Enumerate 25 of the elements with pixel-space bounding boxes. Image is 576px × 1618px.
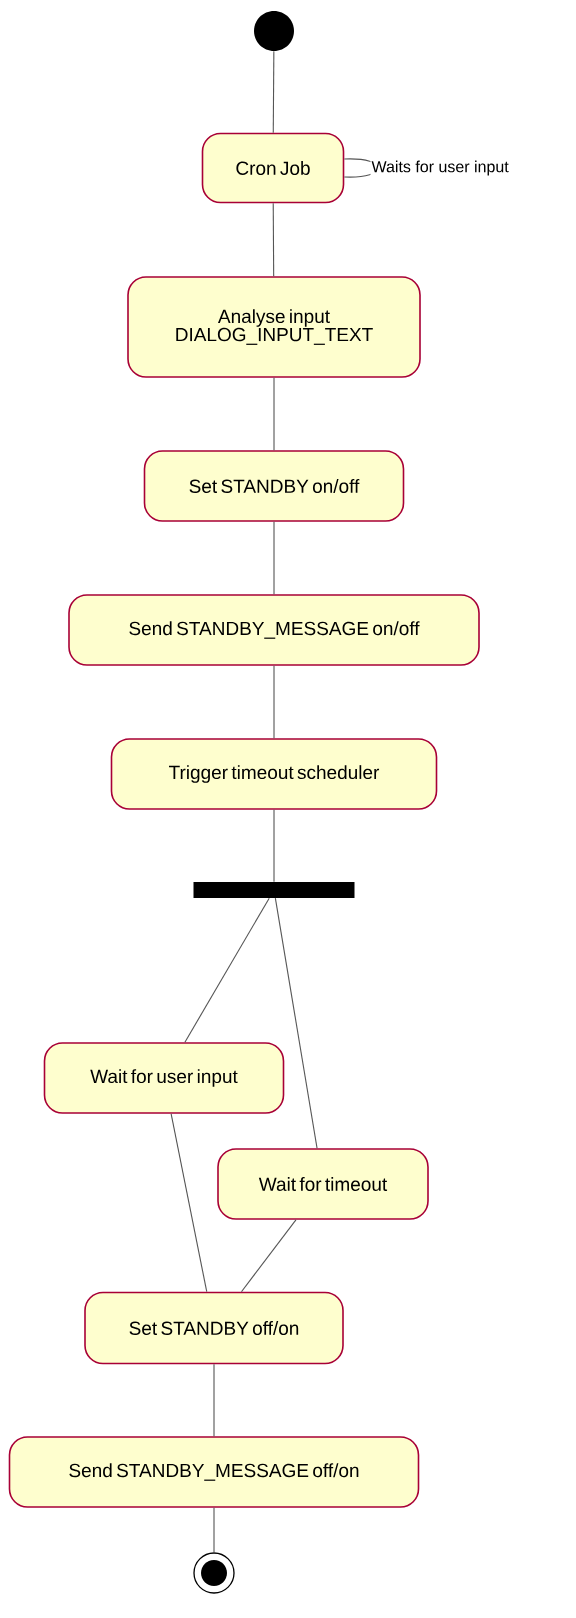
start-node	[254, 11, 294, 51]
connector-line	[240, 1219, 297, 1293]
state-box: Trigger timeout scheduler	[110, 738, 438, 810]
state-box: Wait for timeout	[217, 1148, 429, 1220]
connector-line	[213, 1363, 215, 1437]
state-box: Analyse input DIALOG_INPUT_TEXT	[127, 276, 421, 378]
state-box: Set STANDBY on/off	[143, 450, 405, 522]
end-node	[193, 1552, 235, 1594]
state-box: Wait for user input	[43, 1042, 285, 1114]
state-box: Set STANDBY off/on	[84, 1291, 344, 1365]
connector-line	[274, 897, 318, 1149]
connector-line	[213, 1507, 215, 1553]
state-box: Cron Job	[201, 132, 345, 204]
fork-bar	[193, 882, 355, 898]
state-box: Send STANDBY_MESSAGE off/on	[8, 1436, 420, 1508]
connector-line	[170, 1113, 208, 1293]
connector-line	[273, 665, 275, 739]
connector-line	[184, 897, 270, 1043]
connector-line	[272, 50, 275, 134]
connector-line	[272, 202, 275, 277]
state-box: Send STANDBY_MESSAGE on/off	[68, 594, 480, 666]
connector-line	[273, 521, 275, 595]
edge-label: Waits for user input	[370, 159, 510, 177]
connector-line	[273, 809, 275, 883]
connector-line	[273, 377, 275, 451]
